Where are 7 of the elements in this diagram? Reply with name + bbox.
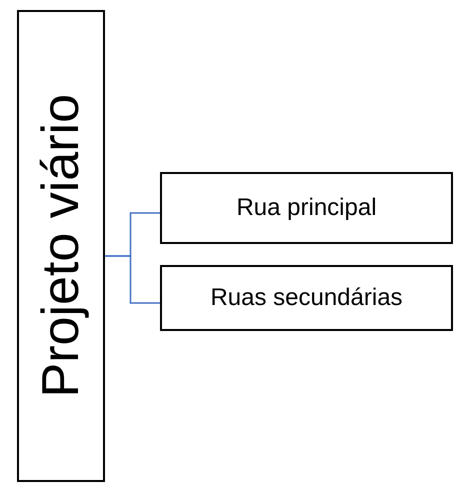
text-box [160,265,453,331]
vertical-title: Projeto viário [35,94,87,398]
text-box [160,172,453,244]
box-label: Ruas secundárias [210,283,403,313]
text-box [17,10,105,482]
connector-line [105,255,160,304]
box-label: Rua principal [236,193,377,223]
